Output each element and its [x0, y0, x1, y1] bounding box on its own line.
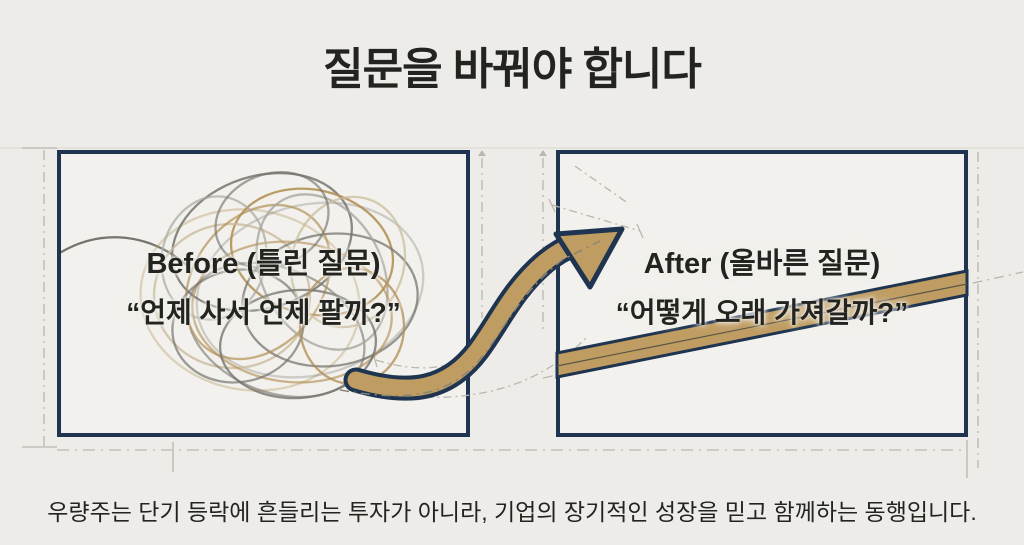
after-heading: After (올바른 질문)	[643, 248, 881, 280]
transition-arrow-icon	[339, 226, 625, 401]
after-quote: “어떻게 오래 가져갈까?”	[615, 297, 909, 328]
before-heading: Before (틀린 질문)	[146, 248, 381, 280]
tangled-scribble-icon	[61, 170, 425, 400]
slide-title: 질문을 바꿔야 합니다	[323, 45, 702, 94]
straight-growth-line-icon	[555, 269, 969, 379]
guide-lines	[0, 147, 1024, 478]
before-quote: “언제 사서 언제 팔까?”	[126, 297, 401, 328]
bottom-caption: 우량주는 단기 등락에 흔들리는 투자가 아니라, 기업의 장기적인 성장을 믿…	[47, 499, 977, 525]
